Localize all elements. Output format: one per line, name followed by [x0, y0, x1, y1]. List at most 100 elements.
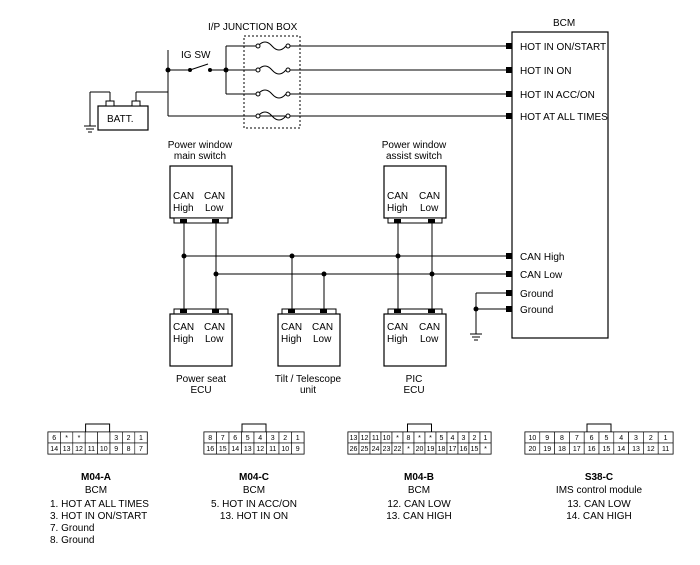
- pin-number: 14: [231, 446, 239, 453]
- can-label: CAN: [419, 191, 440, 202]
- can-label: CAN: [387, 191, 408, 202]
- connector-pin-legend: 7. Ground: [50, 523, 94, 534]
- connector-part: BCM: [243, 485, 265, 496]
- pin-number: 23: [383, 446, 391, 453]
- pin-number: 12: [361, 435, 369, 442]
- tilt-telescope-unit: CAN High CAN Low Tilt / Telescope unit: [275, 308, 342, 396]
- connector-latch: [586, 423, 612, 433]
- pin-number: 5: [604, 435, 608, 442]
- can-label: CAN: [204, 191, 225, 202]
- connector-latch: [241, 423, 267, 433]
- connector-pin-legend: 14. CAN HIGH: [566, 511, 632, 522]
- pin-number: 13: [244, 446, 252, 453]
- bcm-pin-label: Ground: [520, 289, 553, 300]
- can-label: CAN: [173, 322, 194, 333]
- bcm-pin-label: HOT AT ALL TIMES: [520, 112, 608, 123]
- can-label: CAN: [387, 322, 408, 333]
- connector-latch: [407, 423, 432, 433]
- pin-number: 20: [416, 446, 424, 453]
- pin-number: 6: [590, 435, 594, 442]
- pin-number: 8: [127, 446, 131, 453]
- pin-number: 25: [361, 446, 369, 453]
- pin-number: 7: [139, 446, 143, 453]
- can-label: CAN: [204, 322, 225, 333]
- pin-number: 7: [575, 435, 579, 442]
- can-high-label: High: [173, 203, 194, 214]
- bcm-pin-label: HOT IN ON: [520, 66, 571, 77]
- pin-number: 9: [114, 446, 118, 453]
- module-name: ECU: [403, 385, 424, 396]
- pin-number: 15: [471, 446, 479, 453]
- pin-number: *: [65, 435, 68, 442]
- connector-latch: [85, 423, 111, 433]
- ig-switch-label: IG SW: [181, 50, 211, 61]
- connector-id: M04-B: [404, 472, 434, 483]
- pin-number: 6: [52, 435, 56, 442]
- pin-number: 4: [451, 435, 455, 442]
- pin-number: 10: [281, 446, 289, 453]
- pin-number: 2: [127, 435, 131, 442]
- fuse-icon: [257, 41, 287, 51]
- module-name: PIC: [406, 374, 423, 385]
- pin-number: 12: [75, 446, 83, 453]
- pin-number: 11: [372, 435, 379, 442]
- pin-number: *: [407, 446, 410, 453]
- connector-part: IMS control module: [556, 485, 643, 496]
- can-low-label: Low: [420, 203, 439, 214]
- pin-number: 2: [473, 435, 477, 442]
- pin-number: 5: [246, 435, 250, 442]
- fuse-icon: [257, 65, 287, 75]
- pin-number: 15: [603, 446, 611, 453]
- pin-number: 10: [100, 446, 108, 453]
- pin-number: 9: [545, 435, 549, 442]
- pin-cell: [291, 442, 305, 455]
- pin-number: 14: [50, 446, 58, 453]
- pin-number: 16: [460, 446, 468, 453]
- can-high-label: High: [387, 203, 408, 214]
- pin-cell: [134, 442, 148, 455]
- can-high-label: High: [173, 334, 194, 345]
- connector-id: S38-C: [585, 472, 613, 483]
- pin-number: 19: [543, 446, 551, 453]
- pin-number: 11: [662, 446, 669, 453]
- connector-pin-legend: 5. HOT IN ACC/ON: [211, 499, 297, 510]
- pin-number: 6: [233, 435, 237, 442]
- bcm-pin-label: CAN Low: [520, 270, 563, 281]
- pin-number: 16: [206, 446, 214, 453]
- connector-pin-legend: 12. CAN LOW: [387, 499, 451, 510]
- pin-number: *: [429, 435, 432, 442]
- pin-number: 15: [219, 446, 227, 453]
- pin-number: 10: [529, 435, 537, 442]
- pin-number: 11: [269, 446, 276, 453]
- pin-number: 2: [283, 435, 287, 442]
- pin-number: 2: [649, 435, 653, 442]
- pin-number: 8: [407, 435, 411, 442]
- bcm-pin-label: HOT IN ON/START: [520, 42, 606, 53]
- module-name: Tilt / Telescope: [275, 374, 342, 385]
- connector-pin-legend: 13. CAN HIGH: [386, 511, 452, 522]
- can-bus-wiring: [181, 220, 510, 341]
- module-name: main switch: [174, 151, 226, 162]
- pin-cell: [97, 431, 111, 444]
- pin-number: 10: [383, 435, 391, 442]
- power-window-assist-switch: Power window assist switch CAN High CAN …: [382, 140, 447, 224]
- power-window-main-switch: Power window main switch CAN High CAN Lo…: [168, 140, 233, 224]
- can-label: CAN: [281, 322, 302, 333]
- pin-number: 14: [617, 446, 625, 453]
- ig-switch-blade: [189, 63, 209, 71]
- pin-cell: [84, 431, 98, 444]
- connector-pin-legend: 13. HOT IN ON: [220, 511, 288, 522]
- pin-number: 3: [114, 435, 118, 442]
- pin-number: 5: [440, 435, 444, 442]
- module-name: unit: [300, 385, 316, 396]
- pin-number: 24: [372, 446, 380, 453]
- pin-number: 18: [558, 446, 566, 453]
- pin-number: 7: [221, 435, 225, 442]
- connector-part: BCM: [408, 485, 430, 496]
- pin-number: 19: [427, 446, 435, 453]
- can-low-label: Low: [205, 203, 224, 214]
- bcm-pin-label: Ground: [520, 305, 553, 316]
- pin-number: 20: [529, 446, 537, 453]
- can-label: CAN: [173, 191, 194, 202]
- junction-box: I/P JUNCTION BOX: [208, 22, 301, 129]
